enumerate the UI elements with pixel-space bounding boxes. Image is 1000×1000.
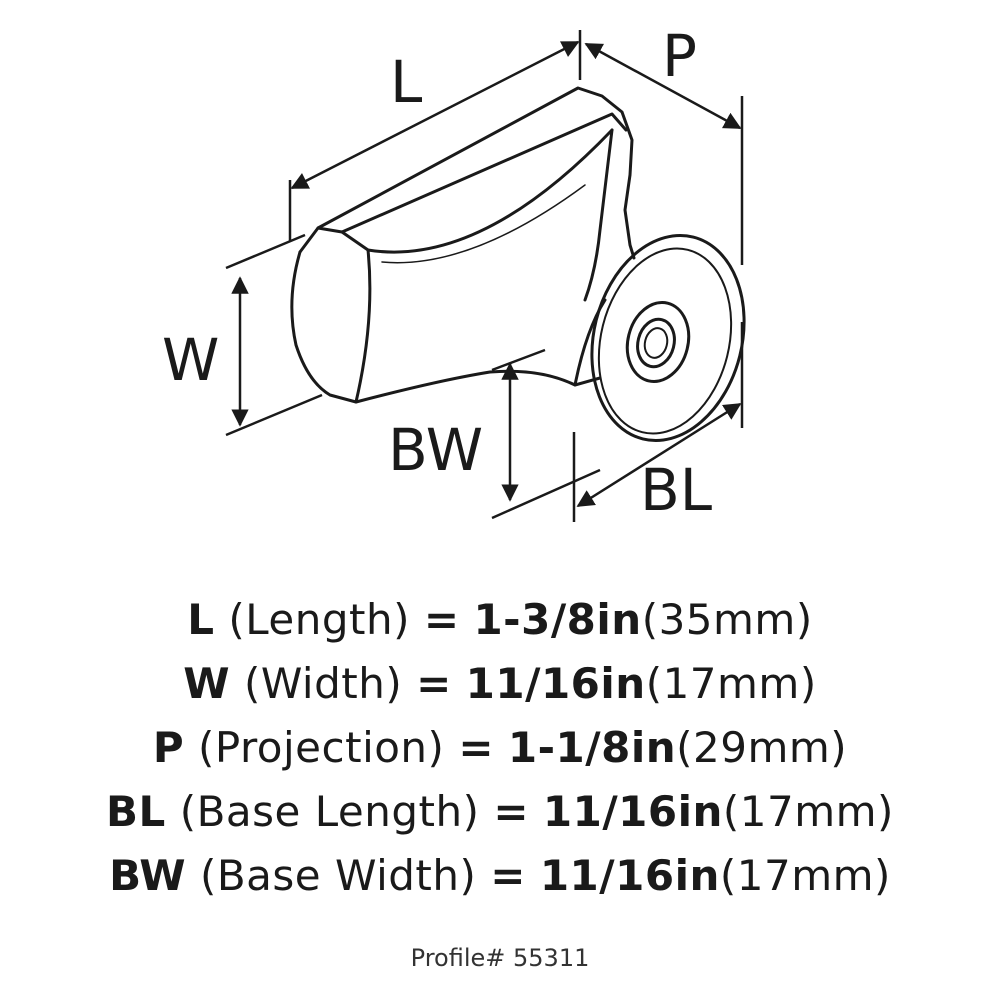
spec-imperial: 1-3/8in [473, 595, 642, 644]
label-L: L [390, 48, 422, 116]
spec-metric: (17mm) [719, 851, 891, 900]
spec-name: (Projection) [197, 723, 445, 772]
profile-number: Profile# 55311 [410, 944, 590, 972]
spec-equals: = [416, 659, 452, 708]
spec-imperial: 11/16in [539, 851, 720, 900]
dimension-line-L [290, 40, 580, 190]
spec-row-base-width: BW (Base Width) = 11/16in(17mm) [0, 844, 1000, 908]
spec-name: (Base Width) [199, 851, 477, 900]
knob-dimension-diagram: L P W BW BL [162, 22, 746, 524]
spec-row-length: L (Length) = 1-3/8in(35mm) [0, 588, 1000, 652]
label-W: W [162, 326, 219, 394]
spec-row-width: W (Width) = 11/16in(17mm) [0, 652, 1000, 716]
spec-equals: = [423, 595, 460, 644]
spec-equals: = [490, 851, 526, 900]
label-BW: BW [388, 416, 483, 484]
spec-row-base-length: BL (Base Length) = 11/16in(17mm) [0, 780, 1000, 844]
spec-imperial: 1-1/8in [507, 723, 677, 772]
knob-base [590, 234, 746, 442]
spec-metric: (29mm) [676, 723, 848, 772]
dimension-lines [225, 30, 744, 522]
spec-code: BL [106, 787, 166, 836]
spec-equals: = [458, 723, 495, 772]
spec-imperial: 11/16in [465, 659, 646, 708]
spec-name: (Base Length) [179, 787, 480, 836]
spec-metric: (17mm) [645, 659, 817, 708]
spec-metric: (35mm) [641, 595, 813, 644]
spec-code: BW [109, 851, 187, 900]
spec-imperial: 11/16in [542, 787, 723, 836]
spec-code: L [187, 595, 215, 644]
spec-metric: (17mm) [722, 787, 894, 836]
spec-name: (Width) [243, 659, 403, 708]
spec-code: W [183, 659, 231, 708]
dimension-spec-list: L (Length) = 1-3/8in(35mm) W (Width) = 1… [0, 588, 1000, 908]
spec-equals: = [493, 787, 530, 836]
spec-row-projection: P (Projection) = 1-1/8in(29mm) [0, 716, 1000, 780]
dimension-line-P [584, 42, 742, 130]
spec-name: (Length) [228, 595, 411, 644]
spec-code: P [152, 723, 185, 772]
label-BL: BL [640, 456, 712, 524]
label-P: P [662, 22, 697, 90]
knob-illustration [290, 86, 636, 404]
dimension-line-BL [576, 402, 742, 508]
